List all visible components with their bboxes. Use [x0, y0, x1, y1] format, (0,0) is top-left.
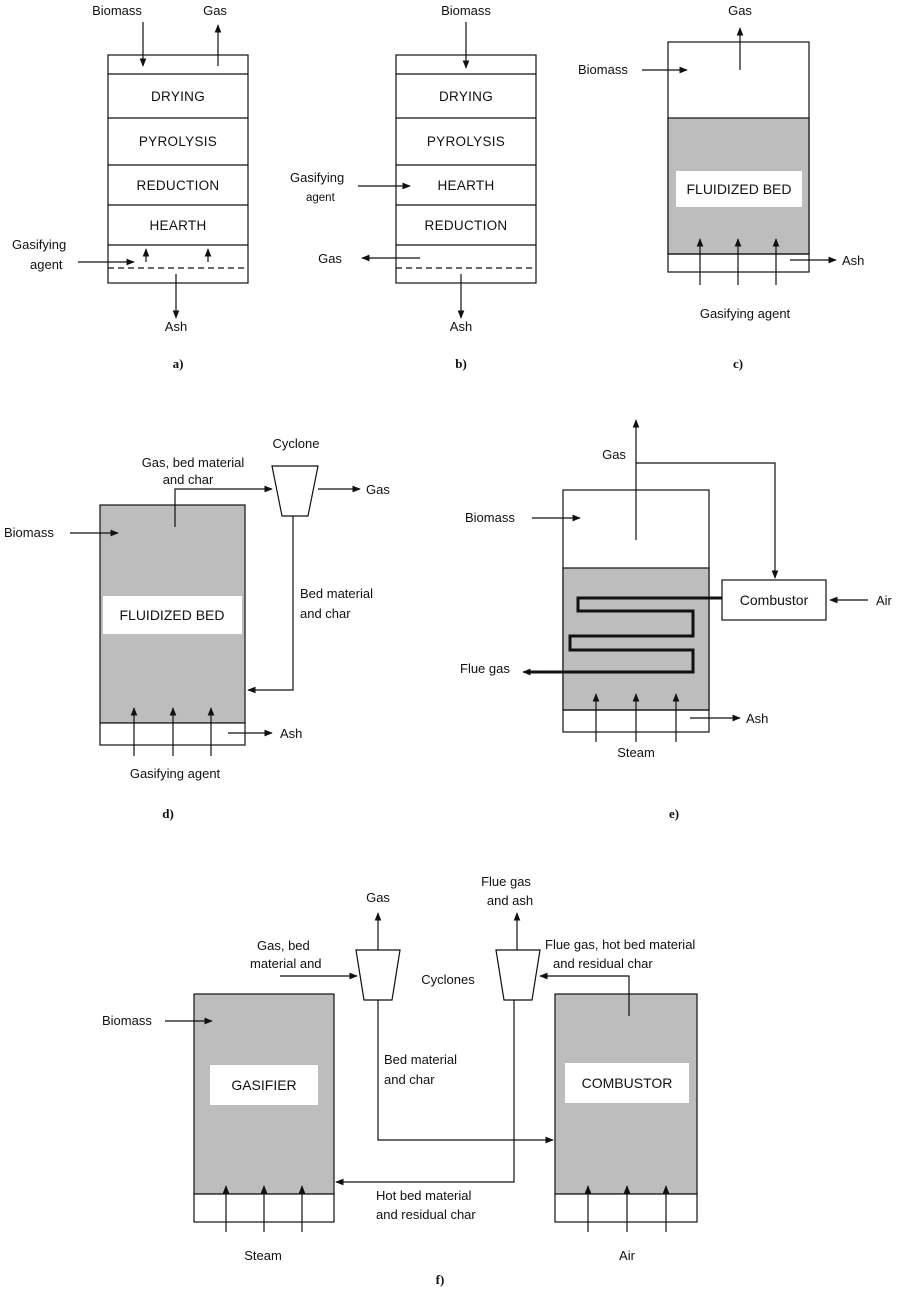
bed-label: FLUIDIZED BED — [686, 181, 791, 197]
panel-c-fluidized-bed: FLUIDIZED BED Gas Biomass Ash Gasifying … — [578, 3, 864, 371]
agent-label-1: Gasifying — [290, 170, 344, 185]
caption-a: a) — [173, 356, 184, 371]
zone-drying: DRYING — [151, 89, 205, 104]
zone-reduction: REDUCTION — [425, 218, 508, 233]
hot-label-1: Hot bed material — [376, 1188, 471, 1203]
gas-stream-label-2: material and — [250, 956, 322, 971]
return-label-1: Bed material — [384, 1052, 457, 1067]
zone-drying: DRYING — [439, 89, 493, 104]
biomass-label: Biomass — [4, 525, 54, 540]
caption-d: d) — [162, 806, 174, 821]
zone-hearth: HEARTH — [149, 218, 206, 233]
caption-b: b) — [455, 356, 467, 371]
return-label-2: and char — [300, 606, 351, 621]
combustor-box — [721, 579, 827, 621]
agent-label-2: agent — [30, 257, 63, 272]
riser-label-2: and char — [163, 472, 214, 487]
biomass-label: Biomass — [465, 510, 515, 525]
gas-label: Gas — [318, 251, 342, 266]
caption-e: e) — [669, 806, 679, 821]
biomass-label: Biomass — [102, 1013, 152, 1028]
gas-label: Gas — [602, 447, 626, 462]
ash-label: Ash — [842, 253, 864, 268]
flue-label-1: Flue gas — [481, 874, 531, 889]
flue-stream-arrow — [539, 972, 630, 1016]
panel-e-indirect-gasifier: Flue gas Combustor Air Gas Biomass Ash S… — [460, 419, 893, 821]
ash-label: Ash — [450, 319, 472, 334]
flue-stream-label-1: Flue gas, hot bed material — [545, 937, 695, 952]
heat-exchanger-coil — [530, 596, 725, 674]
caption-c: c) — [733, 356, 743, 371]
cyclone-label: Cyclone — [273, 436, 320, 451]
panel-f-dual-fluidized-bed: GASIFIER COMBUSTOR Cyclones Gas Flue gas… — [102, 874, 698, 1287]
bed-label: FLUIDIZED BED — [119, 607, 224, 623]
gas-stream-label-1: Gas, bed — [257, 938, 310, 953]
agent-label: Gasifying agent — [130, 766, 221, 781]
return-label-2: and char — [384, 1072, 435, 1087]
gas-label: Gas — [203, 3, 227, 18]
cyclone — [271, 465, 319, 517]
cyclone-left — [355, 949, 401, 1001]
biomass-label: Biomass — [578, 62, 628, 77]
return-leg-arrow — [247, 516, 294, 694]
agent-label: Gasifying agent — [700, 306, 791, 321]
panel-a-updraft-gasifier: DRYING PYROLYSIS REDUCTION HEARTH Biomas… — [12, 3, 249, 371]
panel-d-circulating-fluidized-bed: FLUIDIZED BED Cyclone Gas, bed material … — [4, 436, 390, 821]
gasifier-label: GASIFIER — [231, 1077, 296, 1093]
steam-label: Steam — [244, 1248, 282, 1263]
biomass-label: Biomass — [441, 3, 491, 18]
air-label: Air — [876, 593, 893, 608]
ash-label: Ash — [165, 319, 187, 334]
zone-hearth: HEARTH — [437, 178, 494, 193]
hot-label-2: and residual char — [376, 1207, 476, 1222]
zone-pyrolysis: PYROLYSIS — [427, 134, 505, 149]
gas-to-combustor-arrow — [636, 462, 779, 579]
agent-label-1: Gasifying — [12, 237, 66, 252]
gas-label: Gas — [366, 890, 390, 905]
gas-label: Gas — [728, 3, 752, 18]
flue-stream-label-2: and residual char — [553, 956, 653, 971]
gas-label: Gas — [366, 482, 390, 497]
steam-label: Steam — [617, 745, 655, 760]
combustor-label: COMBUSTOR — [582, 1075, 673, 1091]
riser-label-1: Gas, bed material — [142, 455, 245, 470]
riser-arrow — [174, 485, 273, 527]
air-label: Air — [619, 1248, 636, 1263]
combustor-label: Combustor — [740, 592, 809, 608]
ash-label: Ash — [280, 726, 302, 741]
zone-pyrolysis: PYROLYSIS — [139, 134, 217, 149]
cyclones-label: Cyclones — [421, 972, 475, 987]
agent-label-2: agent — [306, 192, 336, 204]
zone-reduction: REDUCTION — [137, 178, 220, 193]
ash-label: Ash — [746, 711, 768, 726]
caption-f: f) — [436, 1272, 445, 1287]
return-label-1: Bed material — [300, 586, 373, 601]
cyclone-right — [495, 949, 541, 1001]
flue-label-2: and ash — [487, 893, 533, 908]
combustor-distributor — [554, 1193, 698, 1223]
flue-gas-label: Flue gas — [460, 661, 510, 676]
return-leg-arrow — [377, 1000, 554, 1144]
panel-b-downdraft-gasifier: DRYING PYROLYSIS HEARTH REDUCTION Biomas… — [290, 3, 537, 371]
fluidized-bed — [562, 567, 710, 711]
biomass-label: Biomass — [92, 3, 142, 18]
hot-return-arrow — [335, 1000, 515, 1186]
